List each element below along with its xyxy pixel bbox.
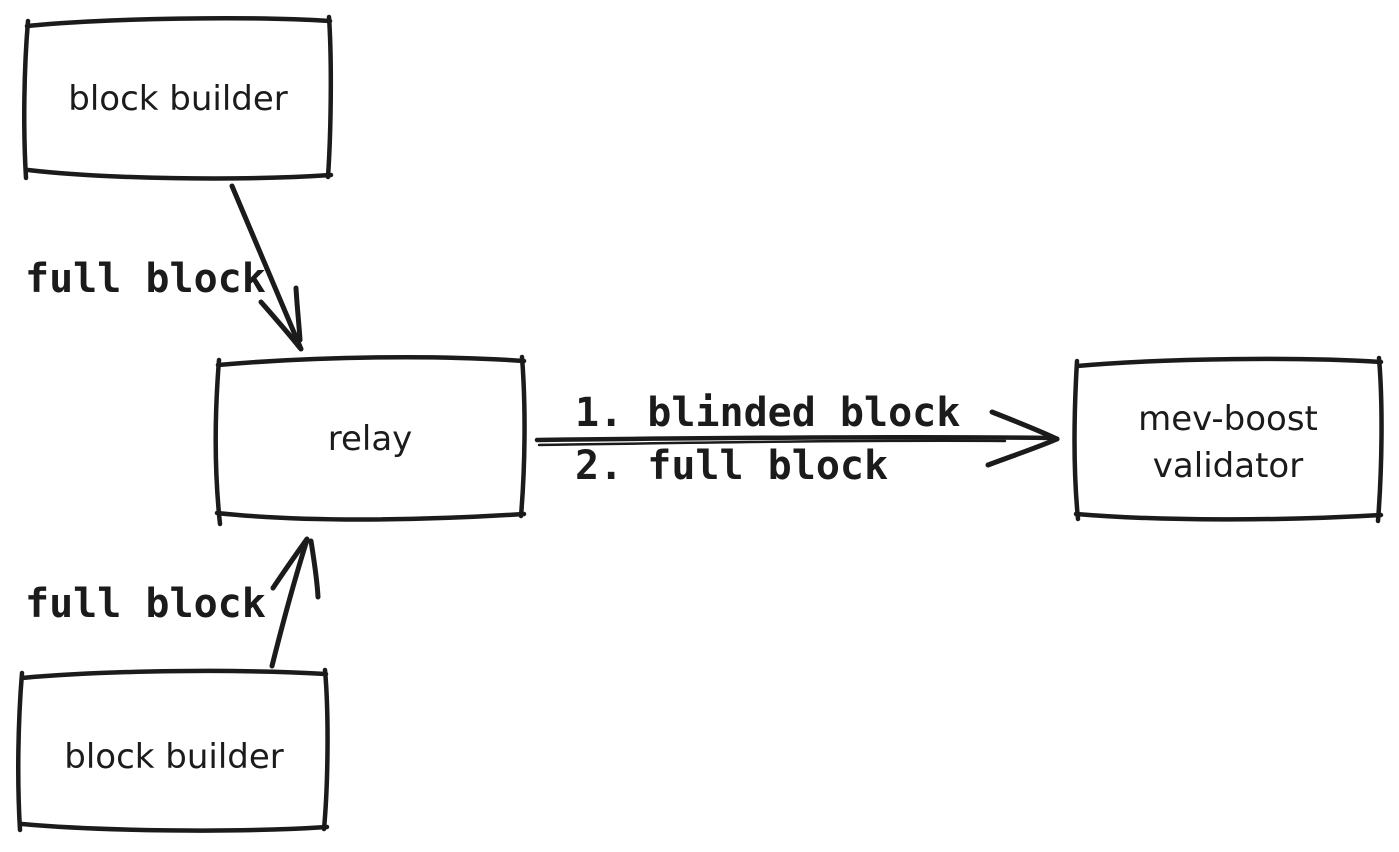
box-outline [321,667,330,832]
node-label-line1: mev-boost [1138,399,1318,439]
edge-relay-to-validator: 1. blinded block 2. full block [534,390,1060,489]
arrowhead [270,536,310,591]
box-outline [22,18,31,181]
arrowhead [308,538,321,600]
arrowhead [989,409,1060,442]
node-block-builder-bottom: block builder [16,667,330,833]
node-mev-boost-validator: mev-boost validator [1072,355,1384,524]
box-outline [19,668,329,681]
node-block-builder-top: block builder [22,14,334,181]
box-outline [213,357,223,527]
box-outline [1375,355,1384,524]
node-label: block builder [68,79,288,119]
arrow-shaft [229,183,304,352]
box-outline [518,354,527,519]
node-label: relay [328,419,413,459]
arrowhead [293,285,303,343]
edge-label-step2: 2. full block [575,443,888,489]
box-outline [1072,358,1081,522]
box-outline [215,354,527,368]
arrow-shaft-double-stroke [537,439,1007,447]
edge-bottom-builder-to-relay: full block [25,536,321,669]
arrowhead [258,299,303,351]
box-outline [325,14,334,180]
arrowhead [985,436,1060,468]
box-outline [25,167,334,181]
edge-top-builder-to-relay: full block [25,183,304,352]
box-outline [214,510,527,522]
box-outline [16,670,25,833]
arrow-shaft [534,434,1055,443]
box-outline [19,821,330,833]
node-label: block builder [64,737,284,777]
arrow-shaft [269,537,310,669]
box-outline [1073,511,1384,522]
box-outline [1074,356,1384,369]
edge-label: full block [25,581,266,627]
node-label-line2: validator [1153,446,1303,486]
edge-label: full block [25,256,266,302]
node-relay: relay [213,354,527,527]
edge-label-step1: 1. blinded block [575,390,960,436]
box-outline [24,16,333,29]
